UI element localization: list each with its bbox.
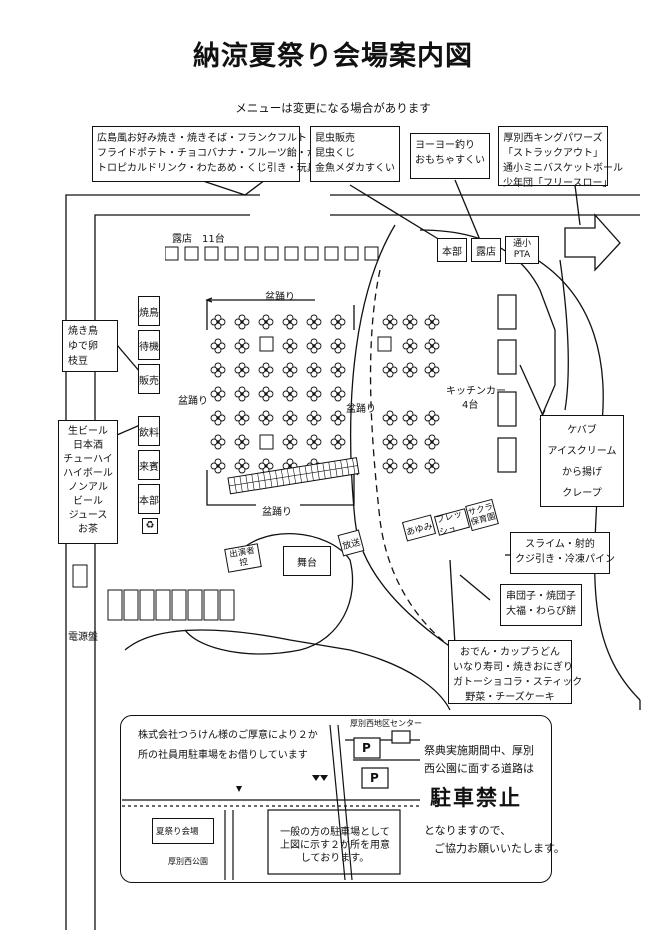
callout-line: トロピカルドリンク・わたあめ・くじ引き・玩具販売 bbox=[97, 163, 337, 174]
parking-p-2: P bbox=[370, 771, 379, 785]
yakitori-booth: 焼鳥 bbox=[138, 296, 160, 326]
kitchen-car-count: 4台 bbox=[462, 400, 479, 411]
pta-tent: 通小 PTA bbox=[505, 236, 539, 264]
kitchen-car-label: キッチンカー bbox=[446, 386, 506, 397]
callout-line: 広島風お好み焼き・焼きそば・フランクフルト bbox=[97, 133, 307, 144]
pta-line1: 通小 bbox=[512, 239, 531, 249]
callout-line: クレープ bbox=[562, 488, 602, 499]
page-title: 納涼夏祭り会場案内図 bbox=[193, 41, 473, 72]
sports-callout: 厚別西キングパワーズ 「ストラックアウト」 通小ミニバスケットボール 少年団「フ… bbox=[498, 126, 623, 189]
park-label: 厚別西公園 bbox=[168, 857, 208, 866]
food-stall-callout: 広島風お好み焼き・焼きそば・フランクフルト フライドポテト・チョコバナナ・フルー… bbox=[92, 126, 337, 182]
oden-callout: おでん・カップうどん いなり寿司・焼きおにぎり ガトーショコラ・スティック 野菜… bbox=[448, 640, 583, 704]
trash-icon: ♻ bbox=[142, 518, 158, 534]
yakitori-callout: 焼き鳥 ゆで卵 枝豆 bbox=[62, 320, 118, 372]
insect-callout: 昆虫販売 昆虫くじ 金魚メダカすくい bbox=[310, 126, 400, 182]
drinks-callout: 生ビール 日本酒 チューハイ ハイボール ノンアル ビール ジュース お茶 bbox=[58, 420, 118, 544]
no-parking-line: 西公園に面する道路は bbox=[424, 762, 534, 775]
callout-line: 通小ミニバスケットボール bbox=[503, 163, 623, 174]
callout-line: 串団子・焼団子 bbox=[506, 591, 576, 602]
callout-line: ジュース bbox=[68, 510, 108, 521]
callout-line: お茶 bbox=[78, 524, 98, 535]
callout-line: 厚別西キングパワーズ bbox=[503, 133, 603, 144]
stall-tent: 露店 bbox=[471, 238, 501, 262]
callout-line: おでん・カップうどん bbox=[460, 647, 560, 658]
callout-line: しております。 bbox=[300, 853, 370, 864]
callout-line: チューハイ bbox=[63, 454, 113, 465]
callout-line: 昆虫くじ bbox=[315, 148, 355, 159]
callout-line: スライム・射的 bbox=[525, 539, 595, 550]
pta-line2: PTA bbox=[513, 250, 531, 260]
callout-line: ゆで卵 bbox=[68, 341, 98, 352]
parking-note-line: 所の社員用駐車場をお借りしています bbox=[138, 750, 308, 761]
bon-odori-label: 盆踊り bbox=[346, 404, 376, 415]
slime-callout: スライム・射的 クジ引き・冷凍パイン bbox=[510, 532, 615, 574]
callout-line: 上図に示す２か所を用意 bbox=[280, 840, 390, 851]
callout-line: ケバブ bbox=[567, 425, 597, 436]
callout-line: 大福・わらび餅 bbox=[506, 606, 576, 617]
callout-line: 少年団「フリースロー」 bbox=[503, 178, 613, 189]
callout-line: ヨーヨー釣り bbox=[415, 140, 475, 151]
general-parking-note: 一般の方の駐車場として 上図に示す２か所を用意 しております。 bbox=[272, 826, 398, 865]
stall-count-label: 露店 11台 bbox=[172, 234, 225, 245]
kitchen-menu-callout: ケバブ アイスクリーム から揚げ クレープ bbox=[540, 415, 624, 507]
callout-line: から揚げ bbox=[562, 467, 602, 478]
callout-line: 枝豆 bbox=[68, 356, 88, 367]
bon-odori-label: 盆踊り bbox=[265, 292, 295, 303]
callout-line: おもちゃすくい bbox=[415, 155, 485, 166]
yoyo-callout: ヨーヨー釣り おもちゃすくい bbox=[410, 133, 490, 179]
stall-boxes bbox=[164, 246, 379, 261]
menu-notice: メニューは変更になる場合があります bbox=[235, 101, 431, 115]
callout-line: 生ビール bbox=[68, 426, 108, 437]
guest-booth: 来賓 bbox=[138, 450, 160, 480]
callout-line: いなり寿司・焼きおにぎり bbox=[453, 662, 573, 673]
standby-booth: 待機 bbox=[138, 330, 160, 360]
honbu-tent: 本部 bbox=[437, 238, 467, 262]
parking-note-line: 株式会社つうけん様のご厚意により２か bbox=[138, 730, 318, 741]
callout-line: ノンアル bbox=[68, 482, 108, 493]
callout-line: クジ引き・冷凍パイン bbox=[515, 554, 615, 565]
no-parking-heading: 駐車禁止 bbox=[430, 786, 522, 810]
power-panel-label: 電源盤 bbox=[68, 632, 98, 643]
callout-line: 野菜・チーズケーキ bbox=[465, 692, 555, 703]
callout-line: アイスクリーム bbox=[547, 446, 617, 457]
callout-line: 「ストラックアウト」 bbox=[503, 148, 603, 159]
sales-booth: 販売 bbox=[138, 364, 160, 394]
callout-line: 一般の方の駐車場として bbox=[280, 827, 390, 838]
callout-line: 昆虫販売 bbox=[315, 133, 355, 144]
callout-line: 金魚メダカすくい bbox=[315, 163, 395, 174]
dango-callout: 串団子・焼団子 大福・わらび餅 bbox=[500, 584, 582, 626]
callout-line: ハイボール bbox=[63, 468, 113, 479]
venue-box: 夏祭り会場 bbox=[152, 818, 214, 844]
no-parking-line: ご協力お願いいたします。 bbox=[434, 842, 565, 855]
bon-odori-label: 盆踊り bbox=[178, 396, 208, 407]
callout-line: ガトーショコラ・スティック bbox=[453, 677, 583, 688]
no-parking-line: 祭典実施期間中、厚別 bbox=[424, 744, 534, 757]
hq-booth: 本部 bbox=[138, 484, 160, 514]
parking-panel bbox=[120, 715, 552, 883]
callout-line: ビール bbox=[73, 496, 103, 507]
no-parking-line: となりますので、 bbox=[424, 824, 512, 837]
stall-row bbox=[164, 246, 395, 268]
parking-p-1: P bbox=[362, 741, 371, 755]
community-center-label: 厚別西地区センター bbox=[350, 719, 422, 728]
stage: 舞台 bbox=[283, 546, 331, 576]
drinks-booth: 飲料 bbox=[138, 416, 160, 446]
callout-line: フライドポテト・チョコバナナ・フルーツ飴・かき氷 bbox=[97, 148, 337, 159]
callout-line: 焼き鳥 bbox=[68, 326, 98, 337]
bon-odori-label: 盆踊り bbox=[262, 507, 292, 518]
callout-line: 日本酒 bbox=[73, 440, 103, 451]
